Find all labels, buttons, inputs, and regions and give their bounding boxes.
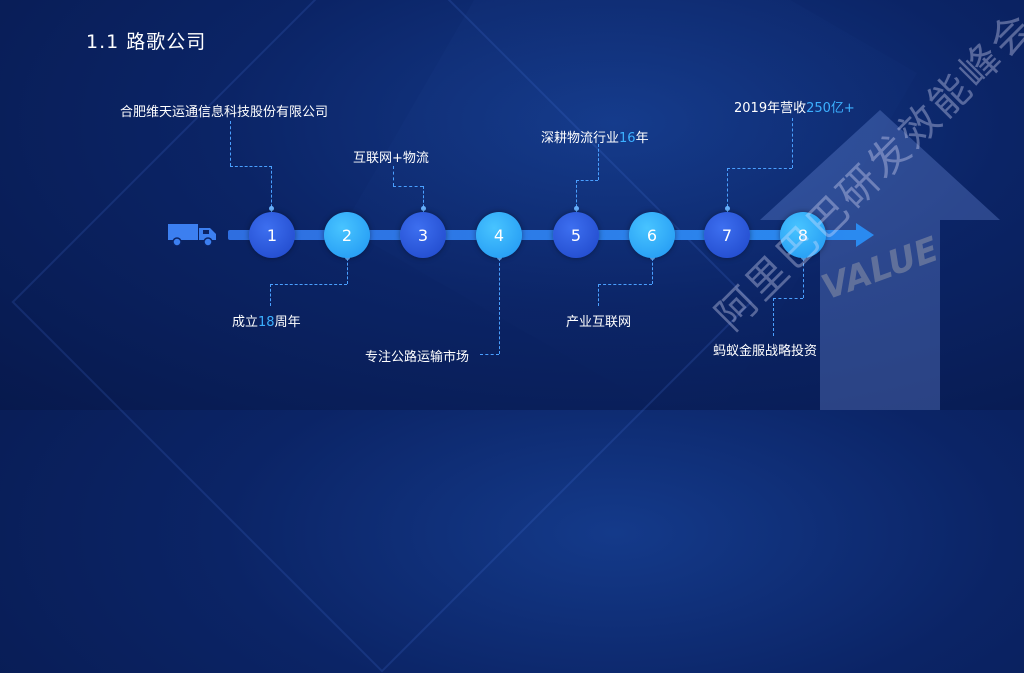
milestone-label-2-post: 周年 <box>274 315 301 330</box>
timeline-node-1: 1 <box>249 212 295 258</box>
milestone-label-2-pre: 成立 <box>232 315 259 330</box>
milestone-label-4: 专注公路运输市场 <box>365 350 470 365</box>
milestone-label-5-highlight: 16 <box>619 131 636 146</box>
page-title: 1.1 路歌公司 <box>86 31 207 53</box>
milestone-label-3: 互联网+物流 <box>353 151 429 166</box>
value-arrow-graphic: VALUE <box>760 110 1000 410</box>
milestone-label-1: 合肥维天运通信息科技股份有限公司 <box>120 105 329 120</box>
connector-7-vertical <box>792 118 793 168</box>
connector-3-horizontal <box>393 186 423 187</box>
connector-1-vertical <box>230 121 231 166</box>
connector-7-drop <box>727 168 728 212</box>
milestone-label-7-pre: 2019年营收 <box>734 101 807 116</box>
connector-1-drop <box>271 166 272 212</box>
timeline-node-2: 2 <box>324 212 370 258</box>
milestone-label-2-highlight: 18 <box>258 315 275 330</box>
connector-2-vertical <box>270 284 271 306</box>
milestone-label-5-pre: 深耕物流行业 <box>541 131 620 146</box>
connector-4-horizontal <box>480 354 499 355</box>
milestone-label-7: 2019年营收250亿+ <box>734 97 855 116</box>
timeline-node-8: 8 <box>780 212 826 258</box>
connector-6-rise <box>652 258 653 284</box>
timeline-node-5: 5 <box>553 212 599 258</box>
connector-5-vertical <box>598 144 599 180</box>
timeline-node-4: 4 <box>476 212 522 258</box>
milestone-label-8: 蚂蚁金服战略投资 <box>713 344 818 359</box>
connector-6-vertical <box>598 284 599 306</box>
connector-5-drop <box>576 180 577 212</box>
truck-icon <box>168 224 216 246</box>
timeline-track <box>228 230 858 240</box>
connector-3-dot <box>421 206 426 211</box>
connector-8-horizontal <box>773 298 803 299</box>
connector-4-rise <box>499 258 500 354</box>
timeline-node-6: 6 <box>629 212 675 258</box>
milestone-label-7-highlight: 250亿+ <box>806 101 855 116</box>
connector-2-rise <box>347 258 348 284</box>
connector-7-horizontal <box>727 168 792 169</box>
connector-5-horizontal <box>576 180 598 181</box>
connector-8-rise <box>803 258 804 298</box>
connector-7-dot <box>725 206 730 211</box>
timeline-node-7: 7 <box>704 212 750 258</box>
timeline-arrowhead <box>856 223 874 247</box>
milestone-label-5: 深耕物流行业16年 <box>541 127 649 146</box>
connector-6-horizontal <box>598 284 652 285</box>
connector-1-horizontal <box>230 166 272 167</box>
connector-8-vertical <box>773 298 774 336</box>
timeline-node-3: 3 <box>400 212 446 258</box>
connector-1-dot <box>269 206 274 211</box>
milestone-label-6: 产业互联网 <box>566 315 632 330</box>
connector-3-vertical <box>393 166 394 186</box>
milestone-label-2: 成立18周年 <box>232 311 301 330</box>
connector-2-horizontal <box>270 284 347 285</box>
connector-5-dot <box>574 206 579 211</box>
connector-3-drop <box>423 186 424 212</box>
milestone-label-5-post: 年 <box>635 131 649 146</box>
